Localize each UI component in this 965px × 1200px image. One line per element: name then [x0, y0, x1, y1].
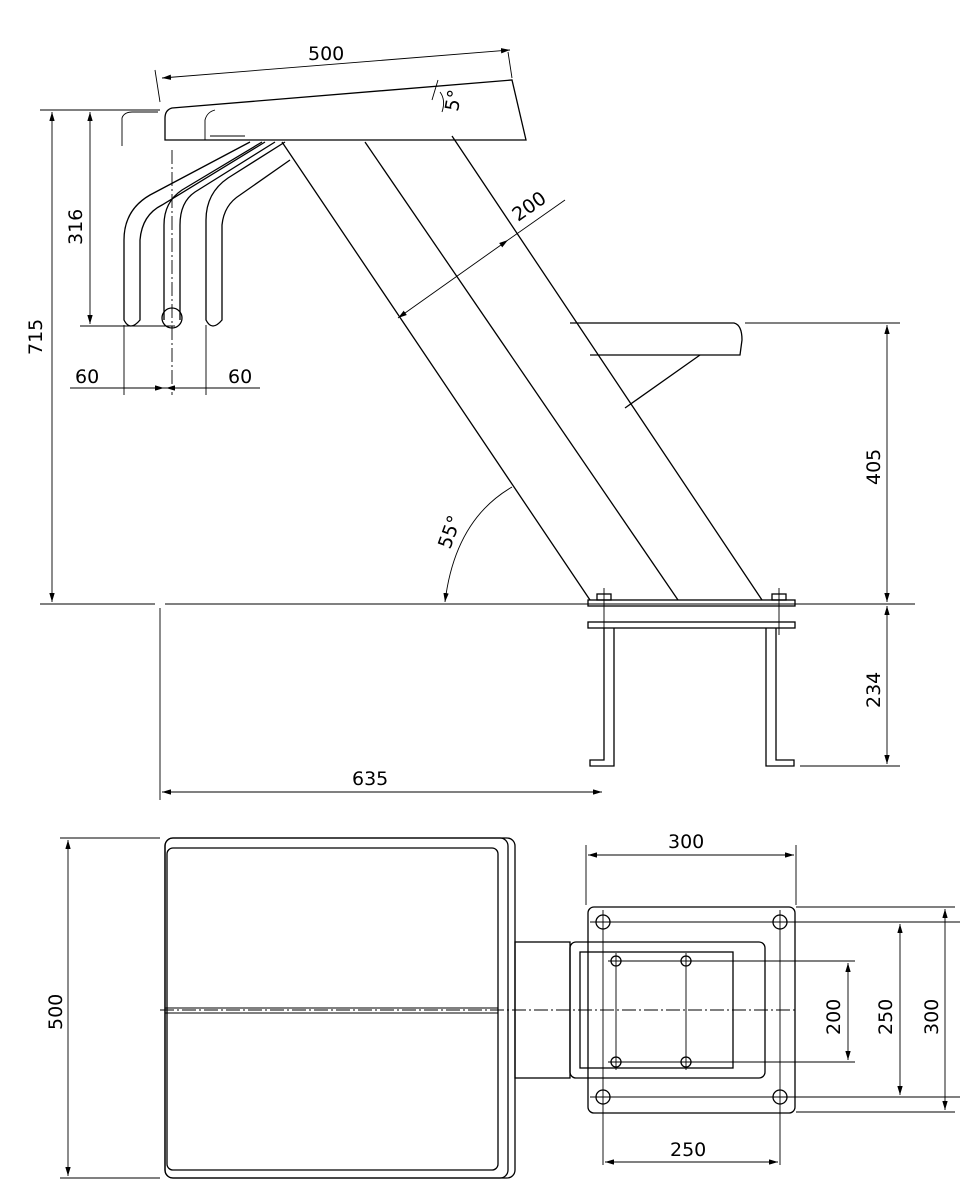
rear-stub [121, 111, 158, 146]
leg [281, 135, 763, 601]
dim-platform-tilt: 5° [441, 88, 466, 113]
dim-handle-offset-left: 60 [75, 366, 99, 388]
dim-plate-hole-spacing: 250 [670, 1139, 706, 1161]
plan-view: 500 300 250 200 250 300 [45, 831, 960, 1179]
dim-step-height: 405 [863, 449, 885, 485]
dim-leg-angle: 55° [434, 513, 466, 552]
handles [123, 141, 291, 395]
base-anchor [587, 588, 796, 767]
dim-leg-width: 200 [508, 187, 550, 226]
dim-plate-width-v: 300 [921, 999, 943, 1035]
dim-anchor-depth: 234 [863, 672, 885, 708]
platform-grip-surface [166, 847, 499, 1171]
dim-platform-width: 500 [45, 994, 67, 1030]
dim-inner-hole-spacing: 200 [823, 999, 845, 1035]
plate-holes [590, 910, 960, 1165]
base-plate [587, 906, 796, 1114]
dim-front-to-base: 635 [352, 768, 388, 790]
platform-underside [204, 109, 216, 140]
dim-total-height: 715 [25, 319, 47, 355]
dim-plate-hole-spacing-v: 250 [875, 999, 897, 1035]
dim-handle-height: 316 [65, 209, 87, 245]
side-view: 500 5° 715 316 60 60 200 55° 405 234 635 [25, 43, 915, 800]
dim-platform-length: 500 [308, 43, 344, 65]
dim-handle-offset-right: 60 [228, 366, 252, 388]
platform [164, 79, 527, 141]
step-frame [569, 941, 766, 1079]
step [570, 322, 743, 356]
step-grip-surface [579, 951, 734, 1069]
dim-plate-width-top: 300 [668, 831, 704, 853]
